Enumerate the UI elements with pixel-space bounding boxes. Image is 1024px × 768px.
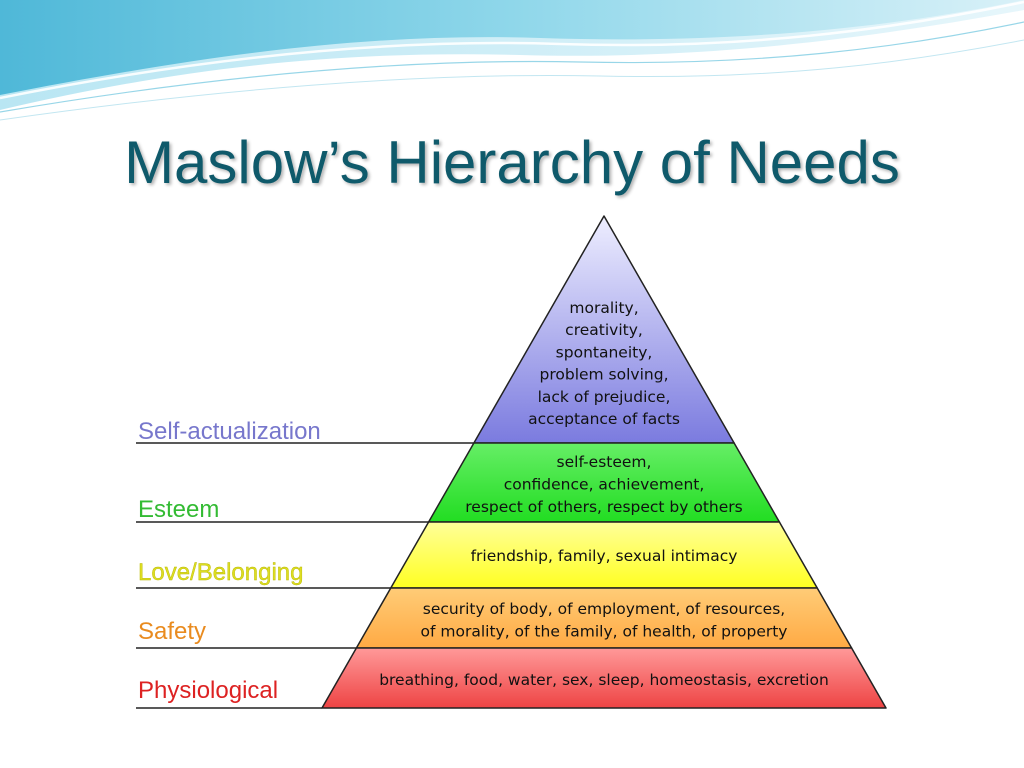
page-title: Maslow’s Hierarchy of Needs — [124, 129, 900, 196]
tier-description-line: creativity, — [565, 321, 643, 339]
tier-description-line: self-esteem, — [557, 453, 652, 471]
tier-description-line: of morality, of the family, of health, o… — [421, 623, 788, 641]
tier-description-line: spontaneity, — [556, 343, 653, 361]
level-label-safety: Safety — [138, 618, 206, 645]
level-label-self-actualization: Self-actualization — [138, 418, 321, 445]
tier-description-line: friendship, family, sexual intimacy — [471, 547, 738, 565]
level-label-love-belonging: Love/Belonging — [138, 559, 303, 586]
tier-description-line: breathing, food, water, sex, sleep, home… — [379, 671, 829, 689]
tier-description-line: morality, — [569, 299, 638, 317]
tier-description-line: confidence, achievement, — [504, 476, 705, 494]
pyramid-tier-physiological — [321, 647, 887, 709]
header-wave-decoration — [0, 0, 1024, 121]
tier-description-line: problem solving, — [540, 366, 669, 384]
tier-description-line: security of body, of employment, of reso… — [423, 600, 785, 618]
tier-description-line: lack of prejudice, — [538, 388, 671, 406]
tier-description-line: acceptance of facts — [528, 410, 680, 428]
tier-description-line: respect of others, respect by others — [465, 498, 743, 516]
level-label-esteem: Esteem — [138, 496, 219, 523]
level-label-physiological: Physiological — [138, 677, 278, 704]
